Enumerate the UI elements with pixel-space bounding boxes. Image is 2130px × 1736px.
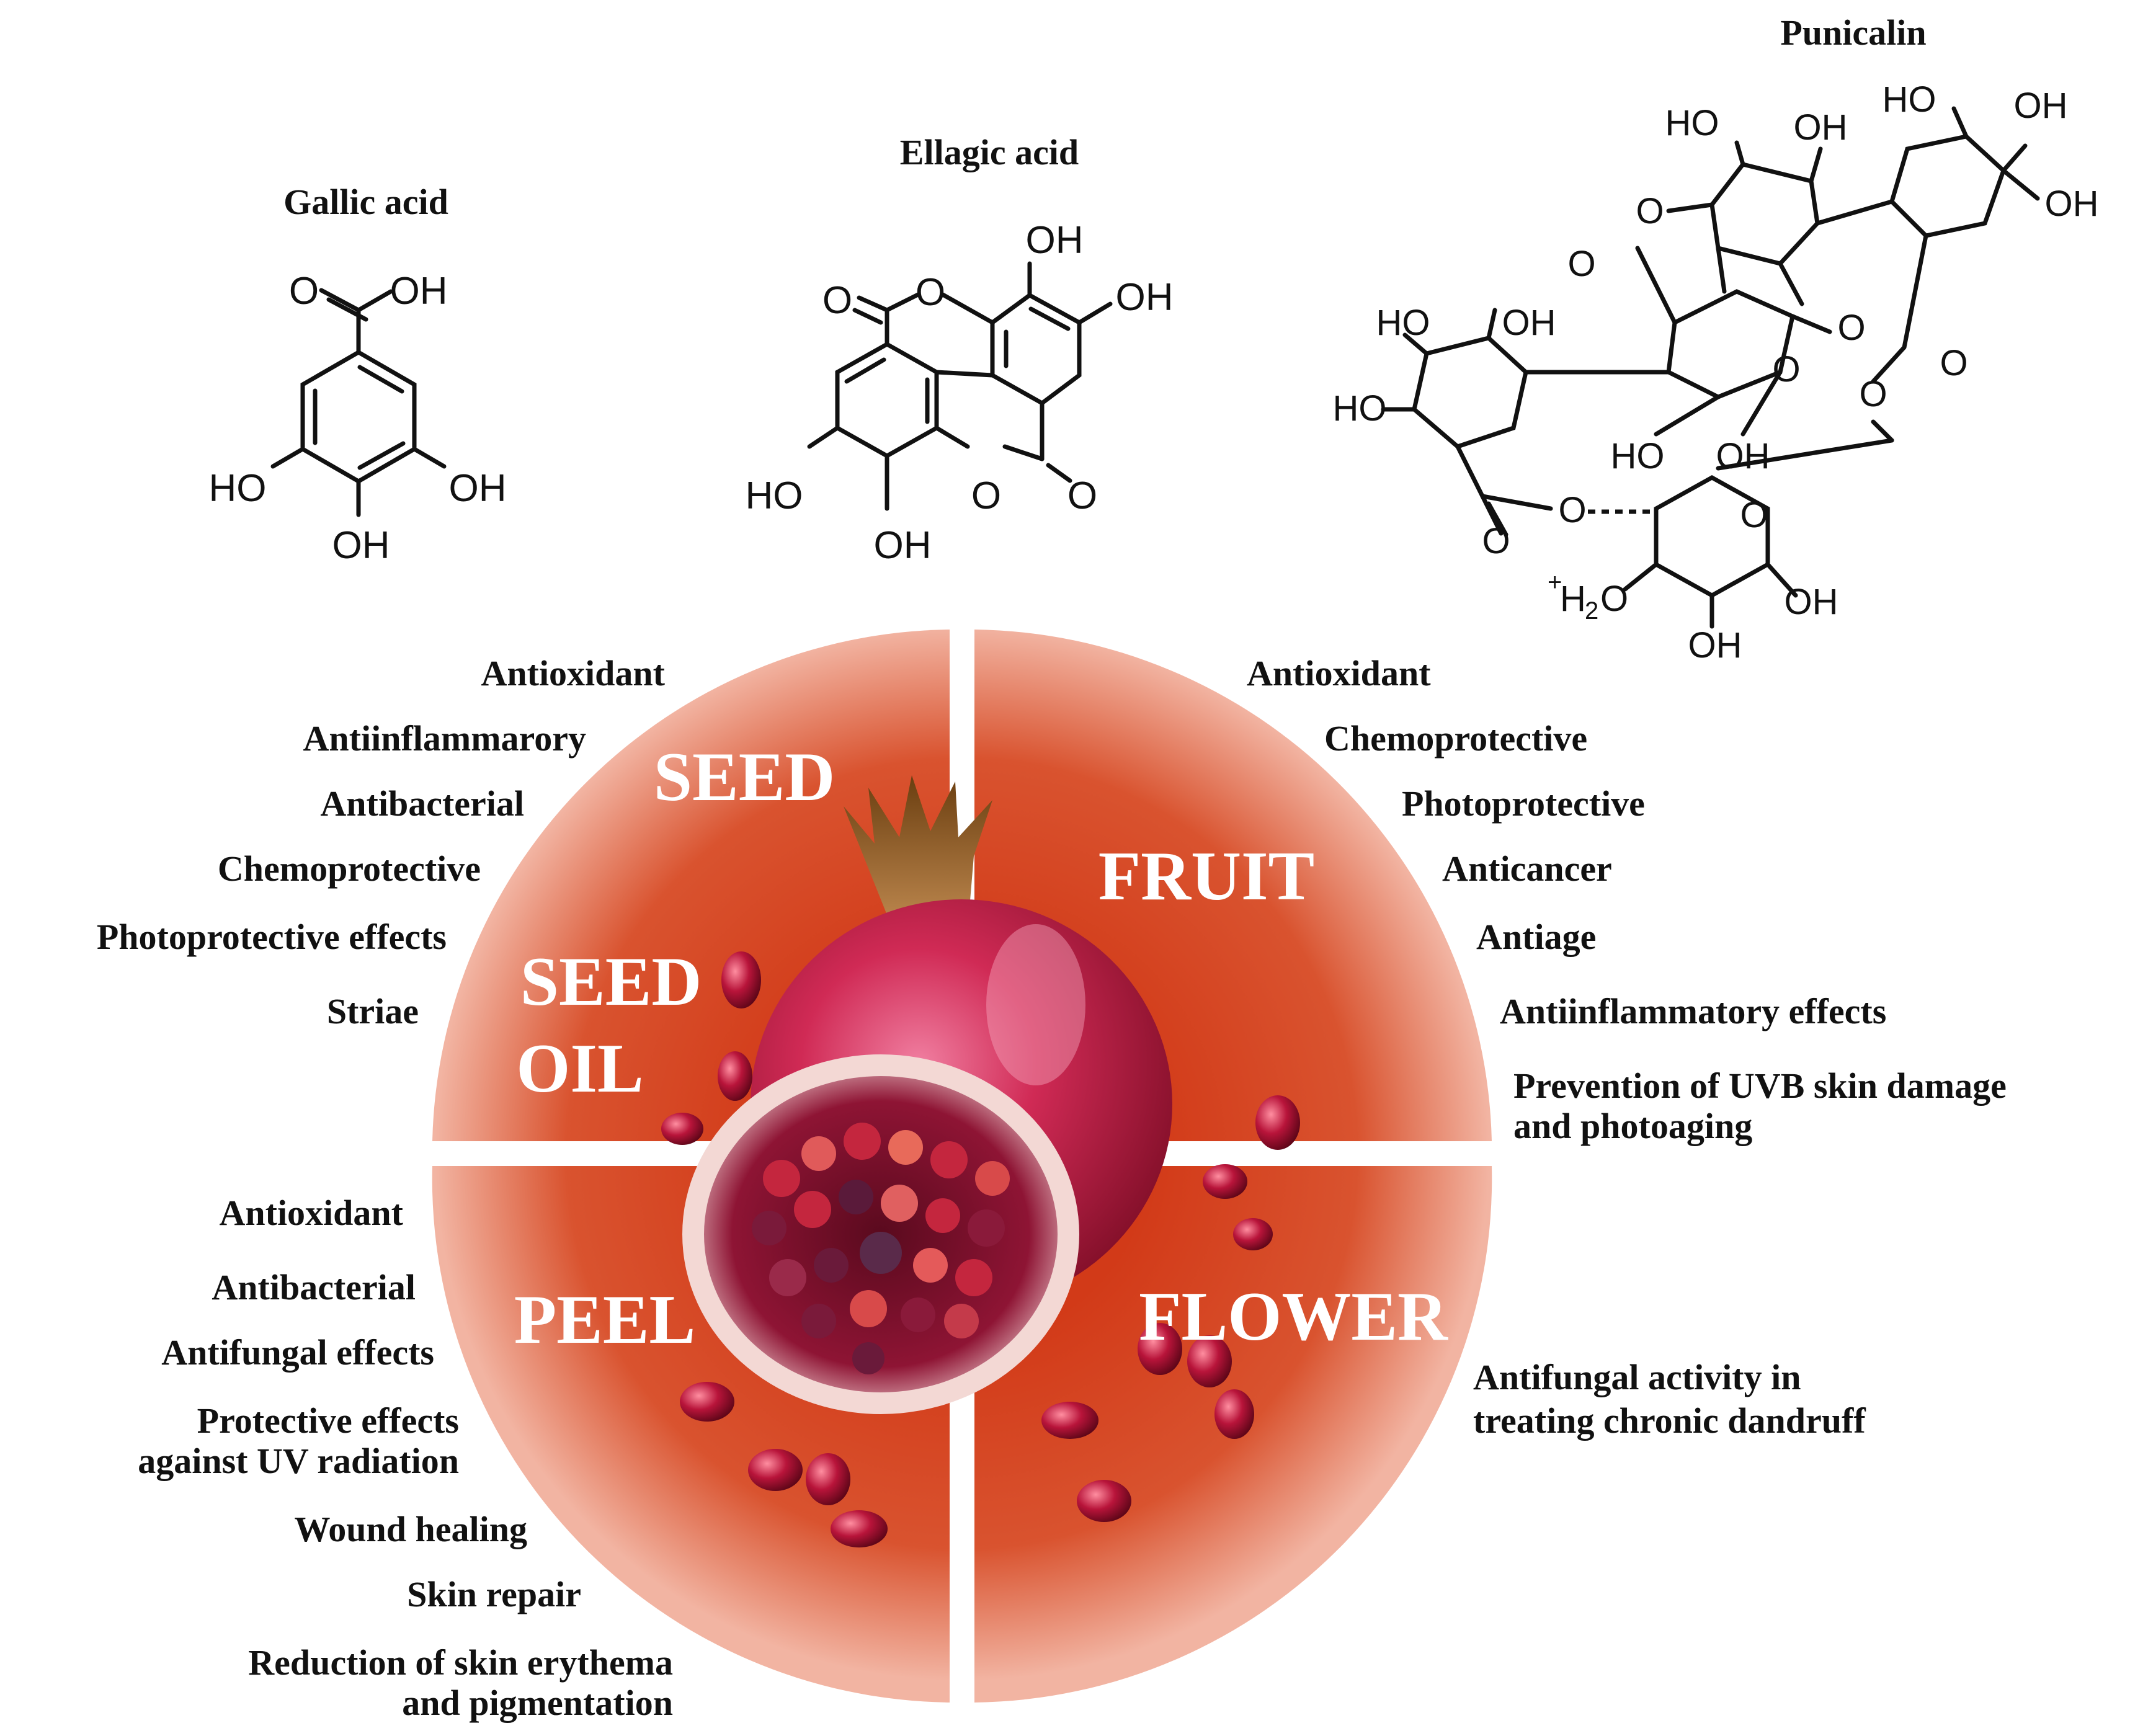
section-labels: SEED SEED OIL FRUIT PEEL FLOWER — [514, 739, 1448, 1358]
punicalin-oh-far-top: OH — [2014, 86, 2068, 126]
punicalin-ho-top: HO — [1665, 103, 1719, 143]
punicalin-h2o-plus: + H 2 O — [1548, 569, 1628, 625]
punicalin-oh-mid-bottom: OH — [1716, 436, 1770, 476]
pomegranate-crown — [844, 775, 992, 930]
ellagic-o-ring-bottom: O — [971, 474, 1001, 517]
gallic-acid-title: Gallic acid — [283, 182, 448, 222]
punicalin-o-bottom-carbonyl: O — [1482, 521, 1510, 561]
section-fruit: FRUIT — [1098, 838, 1314, 915]
effect-item: Antioxidant — [1247, 653, 1431, 693]
effect-item: Antifungal activity in — [1473, 1357, 1801, 1397]
punicalin-ho-mid-bottom: HO — [1611, 436, 1665, 476]
effect-item: Antioxidant — [219, 1193, 403, 1233]
punicalin-o-bottom-ester: O — [1558, 490, 1586, 530]
punicalin-o-right-carbonyl: O — [1940, 343, 1967, 383]
loose-arils — [661, 951, 1300, 1547]
effect-item: Antiinflammatory effects — [1500, 991, 1886, 1031]
ellagic-oh-top: OH — [1026, 219, 1084, 262]
ellagic-acid-title: Ellagic acid — [900, 132, 1079, 172]
effect-item: treating chronic dandruff — [1473, 1400, 1866, 1441]
effect-item: Antiage — [1476, 917, 1596, 957]
punicalin-o-upper-ring: O — [1636, 191, 1664, 231]
punicalin-o-sugar-ring: O — [1740, 495, 1768, 535]
h2o-o: O — [1600, 579, 1628, 619]
ellagic-o-right: O — [1067, 474, 1097, 517]
effect-item: Chemoprotective — [1324, 718, 1587, 759]
punicalin-o-upper-carbonyl: O — [1567, 244, 1595, 284]
gallic-acid-structure: Gallic acid O OH HO OH OH — [209, 182, 507, 567]
punicalin-title: Punicalin — [1780, 12, 1926, 53]
effect-item: Protective effects — [197, 1400, 459, 1441]
ellagic-o-left: O — [822, 279, 852, 322]
punicalin-oh-sugar-right: OH — [1785, 582, 1838, 622]
effect-item: and photoaging — [1513, 1106, 1752, 1146]
punicalin-oh-top: OH — [1794, 107, 1848, 148]
effect-item: Antioxidant — [481, 653, 665, 693]
fruit-highlight — [986, 924, 1085, 1085]
effects-flower: Antifungal activity in treating chronic … — [1473, 1357, 1866, 1441]
punicalin-ho-far-top: HO — [1883, 79, 1936, 120]
punicalin-oh-sugar-bottom: OH — [1688, 625, 1742, 665]
effect-item: Skin repair — [407, 1574, 581, 1614]
effect-item: and pigmentation — [402, 1683, 673, 1723]
effect-item: Wound healing — [294, 1509, 527, 1549]
ellagic-acid-structure: Ellagic acid OH OH O O HO OH O O — [746, 132, 1174, 567]
section-seed-oil-line1: SEED — [520, 943, 702, 1020]
punicalin-structure: Punicalin — [1333, 12, 2099, 665]
punicalin-o-right-ester: O — [1859, 374, 1887, 414]
punicalin-o-mid-carbonyl: O — [1837, 308, 1865, 348]
effect-item: Antibacterial — [320, 783, 524, 824]
effect-item: Antiinflammarory — [303, 718, 586, 759]
effect-item: Antibacterial — [212, 1267, 416, 1307]
punicalin-oh-left-top: OH — [1502, 303, 1556, 343]
effects-fruit: Antioxidant Chemoprotective Photoprotect… — [1247, 653, 2007, 1146]
punicalin-oh-far-right: OH — [2045, 184, 2099, 224]
effect-item: Photoprotective effects — [97, 917, 447, 957]
ellagic-ho-left: HO — [746, 474, 803, 517]
h2o-plus-sign: + — [1548, 569, 1562, 596]
effect-item: Reduction of skin erythema — [248, 1642, 673, 1683]
gallic-o-carbonyl: O — [289, 270, 319, 313]
effect-item: Striae — [327, 991, 419, 1031]
gallic-oh-bottom: OH — [332, 524, 390, 567]
effect-item: Antifungal effects — [161, 1332, 434, 1373]
effect-item: Chemoprotective — [218, 848, 481, 889]
gallic-oh-acid: OH — [390, 270, 448, 313]
punicalin-ho-left: HO — [1333, 388, 1387, 429]
effect-item: Anticancer — [1442, 848, 1612, 889]
ellagic-oh-bottom: OH — [874, 524, 932, 567]
gallic-ho-left: HO — [209, 467, 267, 510]
ellagic-oh-right: OH — [1116, 276, 1174, 319]
section-flower: FLOWER — [1139, 1278, 1448, 1355]
section-peel: PEEL — [514, 1281, 696, 1358]
h2o-h: H — [1560, 579, 1586, 619]
gallic-oh-right: OH — [449, 467, 507, 510]
pomegranate-illustration — [661, 775, 1300, 1547]
ellagic-o-ring-top: O — [916, 271, 945, 314]
section-seed-oil-line2: OIL — [516, 1030, 643, 1107]
effects-peel: Antioxidant Antibacterial Antifungal eff… — [138, 1193, 673, 1723]
effects-seed: Antioxidant Antiinflammarory Antibacteri… — [97, 653, 666, 1031]
effect-item: Photoprotective — [1402, 783, 1645, 824]
inner-arils — [752, 1123, 1010, 1374]
h2o-subscript: 2 — [1585, 597, 1598, 625]
punicalin-ho-left-top: HO — [1376, 303, 1430, 343]
effect-item: against UV radiation — [138, 1441, 459, 1481]
effect-item: Prevention of UVB skin damage — [1513, 1066, 2007, 1106]
section-seed: SEED — [654, 739, 836, 816]
punicalin-o-mid-ring: O — [1772, 349, 1800, 389]
